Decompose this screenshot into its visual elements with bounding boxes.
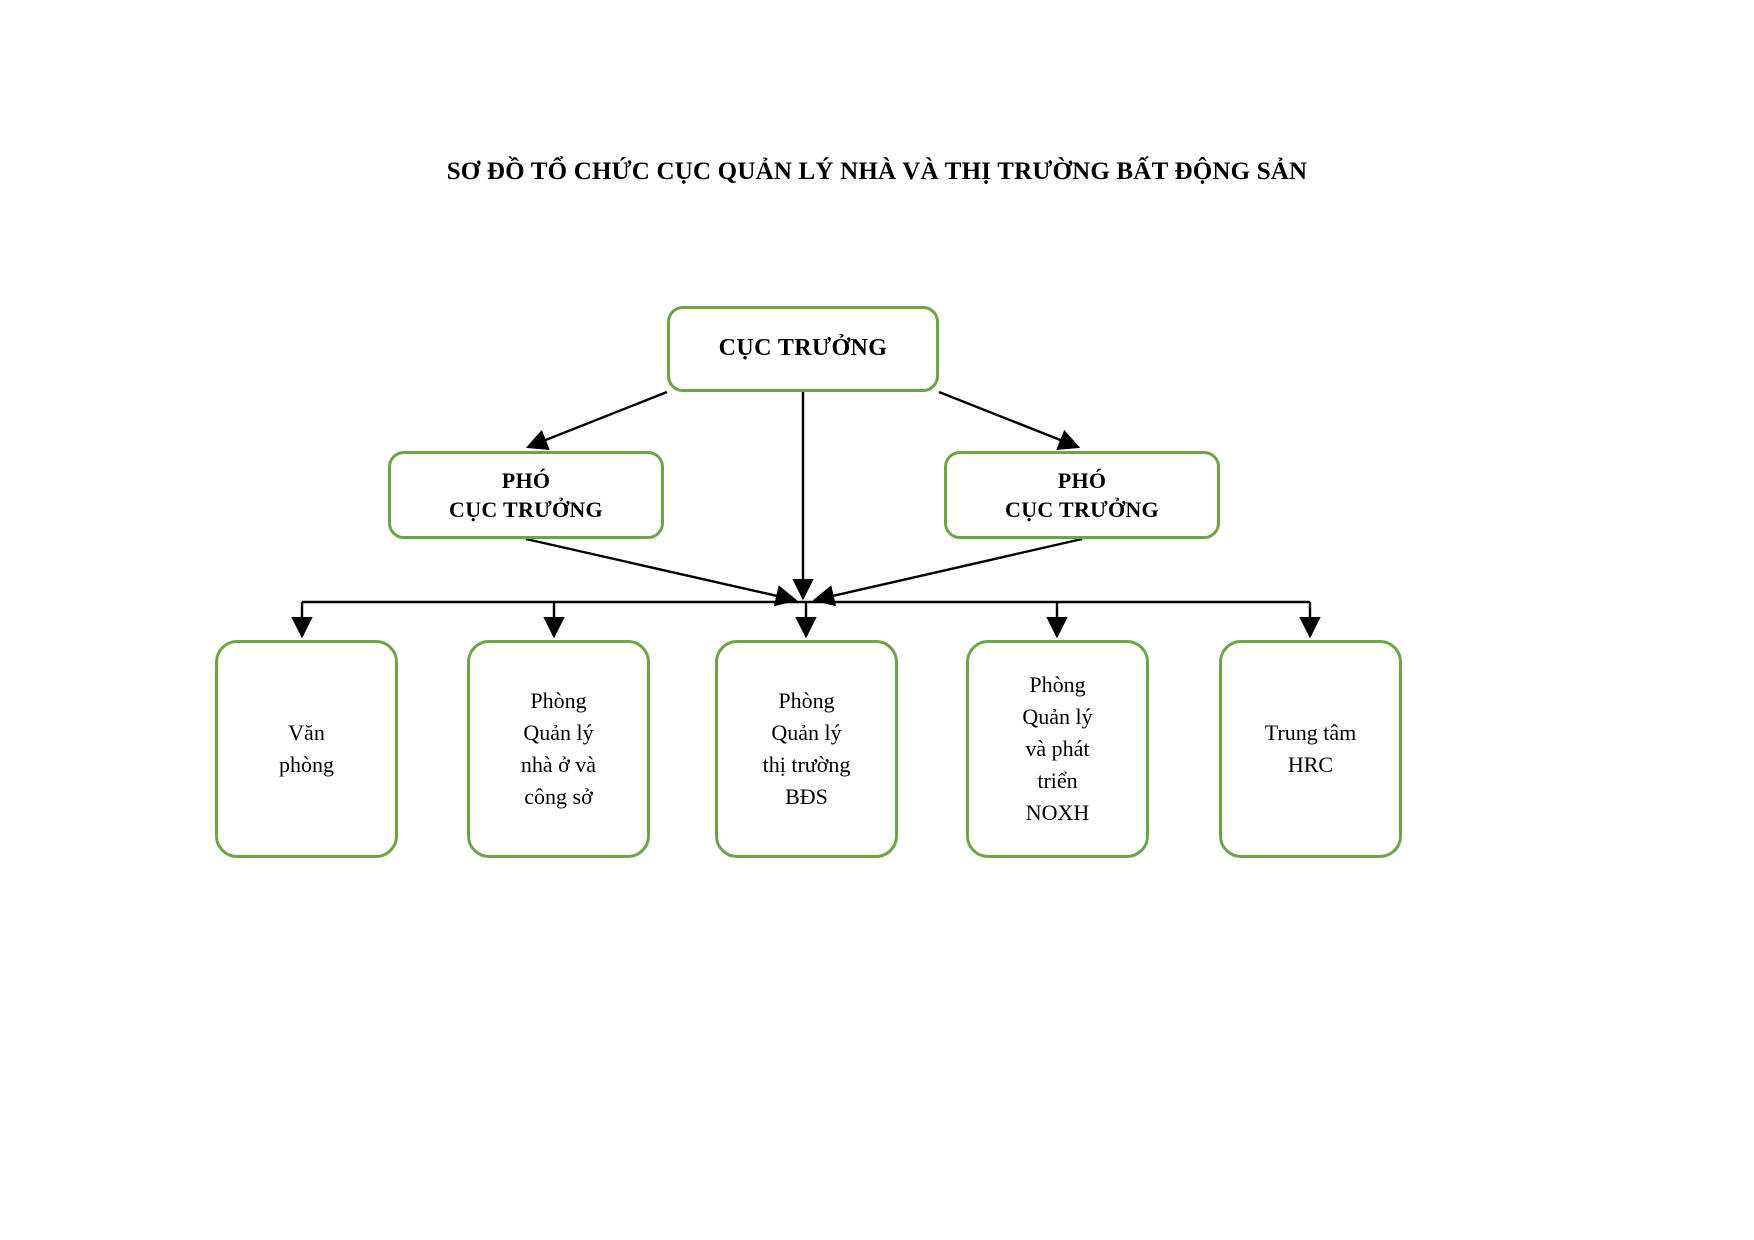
node-deputy-director-right[interactable]: PHÓ CỤC TRƯỞNG (944, 451, 1220, 539)
node-unit-social-housing-development[interactable]: Phòng Quản lý và phát triển NOXH (966, 640, 1149, 858)
edge-deputy-right-to-junction (812, 537, 1083, 607)
node-deputy-director-left[interactable]: PHÓ CỤC TRƯỞNG (388, 451, 664, 539)
node-director-label: CỤC TRƯỞNG (718, 335, 888, 362)
edge-director-to-deputy-right (938, 390, 1081, 450)
page-title: SƠ ĐỒ TỔ CHỨC CỤC QUẢN LÝ NHÀ VÀ THỊ TRƯ… (446, 158, 1308, 185)
node-unit-office-label: Văn phòng (279, 720, 334, 777)
node-unit-market-management[interactable]: Phòng Quản lý thị trường BĐS (715, 640, 898, 858)
node-deputy-director-right-label: PHÓ CỤC TRƯỞNG (1005, 467, 1159, 522)
node-unit-market-management-label: Phòng Quản lý thị trường BĐS (762, 688, 851, 809)
edge-deputy-left-to-junction (525, 537, 798, 607)
edge-director-to-deputy-left (525, 390, 668, 450)
node-unit-hrc-center[interactable]: Trung tâm HRC (1219, 640, 1402, 858)
node-unit-social-housing-development-label: Phòng Quản lý và phát triển NOXH (1022, 672, 1093, 825)
node-unit-housing-management[interactable]: Phòng Quản lý nhà ở và công sở (467, 640, 650, 858)
node-unit-office[interactable]: Văn phòng (215, 640, 398, 858)
node-unit-hrc-center-label: Trung tâm HRC (1264, 720, 1357, 777)
node-director[interactable]: CỤC TRƯỞNG (667, 306, 939, 392)
node-deputy-director-left-label: PHÓ CỤC TRƯỞNG (449, 467, 603, 522)
node-unit-housing-management-label: Phòng Quản lý nhà ở và công sở (520, 688, 597, 809)
